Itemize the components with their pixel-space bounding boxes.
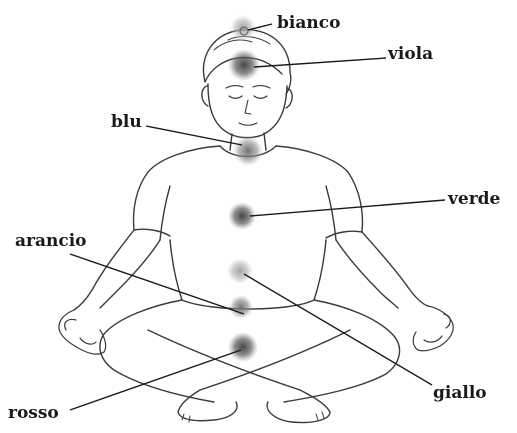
right-leg-outer [284, 300, 400, 402]
chakra-blu [233, 136, 263, 166]
eyebrow-left [226, 86, 243, 88]
meditating-figure [59, 30, 453, 423]
label-giallo: giallo [433, 385, 487, 402]
left-ear [202, 86, 208, 106]
eye-left [229, 96, 242, 98]
torso-right-side [314, 240, 326, 300]
chakra-arancio [229, 295, 253, 319]
leader-lines [70, 24, 445, 410]
chakra-rosso [228, 332, 258, 362]
right-sleeve [326, 186, 362, 240]
line-verde [250, 200, 445, 216]
chakra-bianco [230, 15, 256, 41]
leg-crossing-1 [148, 330, 300, 390]
line-blu [146, 126, 242, 145]
line-rosso [70, 350, 241, 410]
line-giallo [244, 274, 432, 385]
label-viola: viola [388, 46, 433, 63]
line-viola [254, 58, 386, 67]
label-rosso: rosso [8, 405, 59, 422]
right-arm [336, 232, 428, 308]
left-foot [178, 390, 237, 421]
nose [245, 100, 251, 114]
left-sleeve [134, 186, 170, 240]
mouth [239, 123, 257, 125]
face-outline [208, 84, 287, 138]
label-blu: blu [111, 114, 142, 131]
label-bianco: bianco [277, 15, 340, 32]
chakra-viola [228, 49, 260, 81]
eye-right [254, 96, 267, 98]
right-hand [413, 306, 453, 351]
left-shoulder-torso [134, 146, 220, 230]
label-verde: verde [448, 191, 500, 208]
eyebrow-right [253, 86, 270, 88]
left-hand [59, 310, 106, 354]
chakra-giallo [227, 258, 253, 284]
label-arancio: arancio [15, 233, 87, 250]
right-shoulder-torso [276, 146, 362, 232]
